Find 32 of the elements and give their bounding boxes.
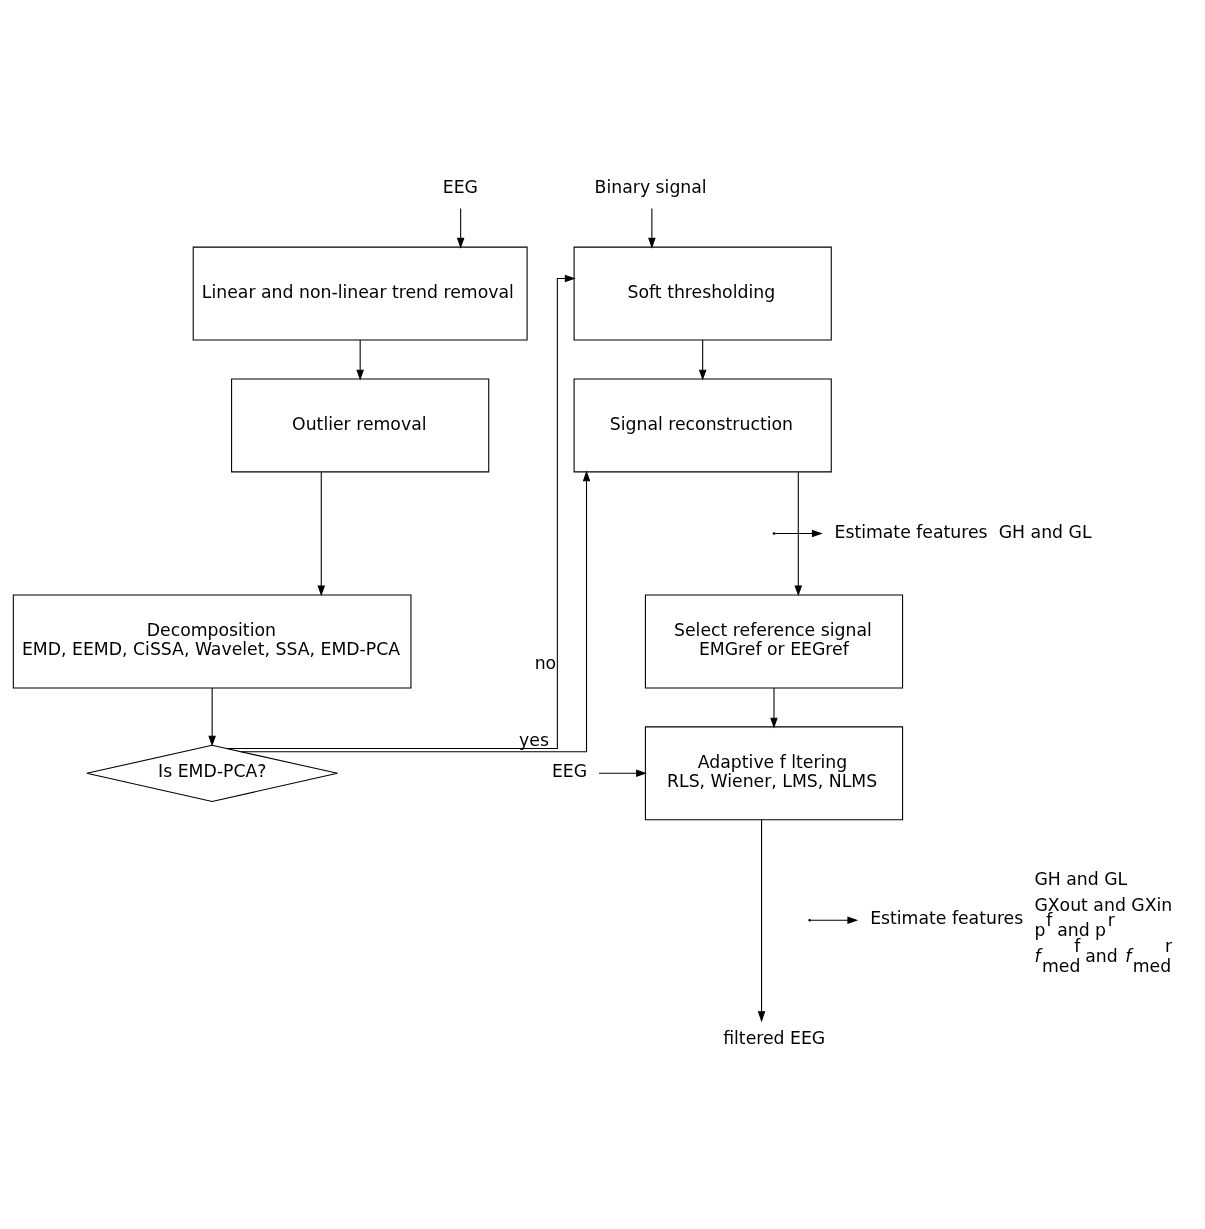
arrow <box>698 339 706 381</box>
node-diamond: Is EMD-PCA? <box>85 744 338 802</box>
arrow <box>207 687 216 747</box>
node-text: Estimate features <box>834 521 988 542</box>
arrow <box>316 471 325 597</box>
arrow <box>769 687 778 729</box>
node-text: EEG <box>442 176 478 197</box>
arrow <box>794 471 802 597</box>
arrow <box>456 207 464 249</box>
arrow <box>773 529 823 538</box>
node-text: Binary signal <box>594 176 707 197</box>
edge-label: no <box>534 653 556 674</box>
arrow <box>225 274 576 749</box>
arrow <box>598 769 647 778</box>
node-box: Decomposition EMD, EEMD, CiSSA, Wavelet, SSA, EMD-PCA <box>12 594 411 689</box>
node-label: GH and GL <box>998 521 1092 542</box>
node-box: Outlier removal <box>230 378 489 473</box>
arrow <box>240 470 590 753</box>
node-box: Select reference signal EMGref or EEGref <box>644 594 903 689</box>
node-text: filtered EEG <box>722 1028 825 1049</box>
node-box: Linear and non-linear trend removal <box>192 246 528 341</box>
arrow <box>809 916 858 925</box>
node-text: EEG <box>551 761 587 782</box>
node-box: Signal reconstruction <box>573 378 832 473</box>
node-box: Soft thresholding <box>573 246 832 341</box>
node-text: Estimate features <box>869 908 1023 929</box>
arrow <box>647 207 656 249</box>
node-box: Adaptive f ltering RLS, Wiener, LMS, NLMS <box>644 726 903 821</box>
arrow <box>355 339 364 381</box>
arrow <box>757 819 765 1023</box>
node-label: GH and GL <box>1033 869 1127 890</box>
edge-label: yes <box>518 730 549 751</box>
